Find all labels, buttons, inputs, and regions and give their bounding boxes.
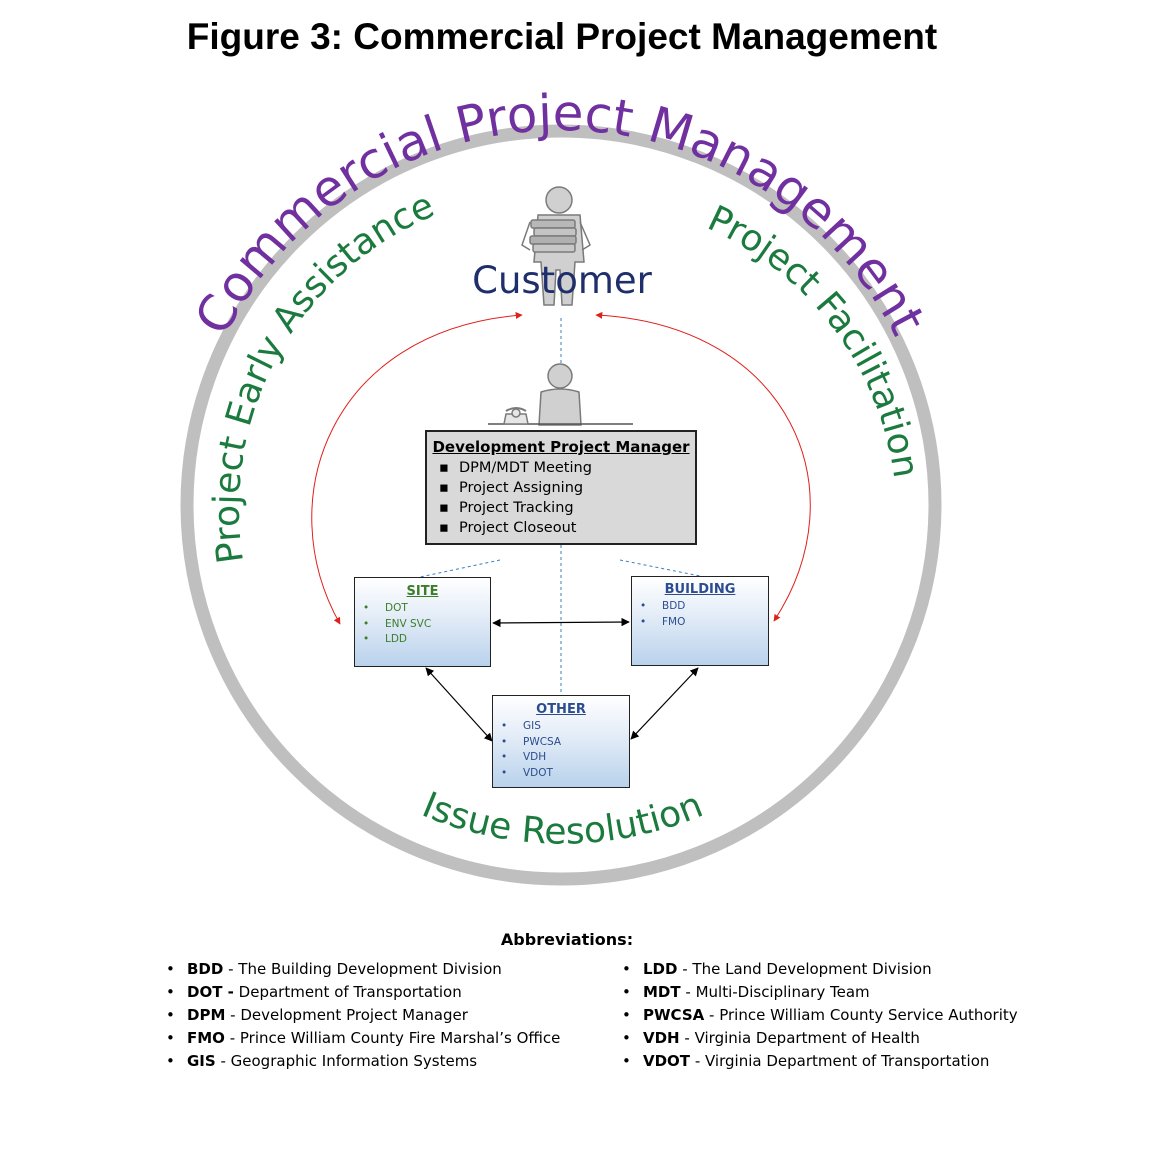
list-item: VDOT <box>501 766 629 782</box>
abbreviations-title: Abbreviations: <box>500 930 634 949</box>
other-box: OTHER GIS PWCSA VDH VDOT <box>492 695 630 788</box>
list-item: LDD <box>363 632 490 648</box>
abbreviations-left-list: •BDD - The Building Development Division… <box>166 958 560 1073</box>
list-item: VDH <box>501 750 629 766</box>
development-project-manager-box: Development Project Manager DPM/MDT Meet… <box>425 430 697 545</box>
process-ring <box>180 124 942 886</box>
list-item: FMO <box>640 615 768 631</box>
list-item: •FMO - Prince William County Fire Marsha… <box>166 1029 561 1047</box>
list-item: DOT <box>363 601 490 617</box>
list-item: •VDH - Virginia Department of Health <box>622 1029 920 1047</box>
list-item: BDD <box>640 599 768 615</box>
list-item: •MDT - Multi-Disciplinary Team <box>622 983 870 1001</box>
building-list: BDD FMO <box>632 599 768 630</box>
dpm-task-list: DPM/MDT Meeting Project Assigning Projec… <box>427 458 695 538</box>
list-item: •PWCSA - Prince William County Service A… <box>622 1006 1018 1024</box>
person-carrying-books-icon <box>521 186 591 306</box>
site-box: SITE DOT ENV SVC LDD <box>354 577 491 667</box>
site-building-arrow <box>492 617 630 628</box>
abbreviations-right-list: •LDD - The Land Development Division •MD… <box>622 958 1018 1073</box>
dpm-title: Development Project Manager <box>432 438 690 456</box>
other-list: GIS PWCSA VDH VDOT <box>493 719 629 781</box>
list-item: PWCSA <box>501 735 629 751</box>
figure-title: Figure 3: Commercial Project Management <box>186 16 938 57</box>
other-title: OTHER <box>536 702 586 717</box>
list-item: Project Closeout <box>439 518 695 538</box>
list-item: DPM/MDT Meeting <box>439 458 695 478</box>
customer-label: Customer <box>472 259 653 302</box>
list-item: •DOT - Department of Transportation <box>166 983 462 1001</box>
list-item: GIS <box>501 719 629 735</box>
list-item: •GIS - Geographic Information Systems <box>166 1052 478 1070</box>
site-other-arrow <box>425 667 493 742</box>
bottom-ring-label: Issue Resolution <box>417 785 709 853</box>
site-list: DOT ENV SVC LDD <box>355 601 490 648</box>
list-item: •BDD - The Building Development Division <box>166 960 502 978</box>
list-item: ENV SVC <box>363 617 490 633</box>
list-item: •LDD - The Land Development Division <box>622 960 932 978</box>
list-item: •DPM - Development Project Manager <box>166 1006 468 1024</box>
building-other-arrow <box>630 667 699 740</box>
site-title: SITE <box>406 584 439 599</box>
list-item: Project Tracking <box>439 498 695 518</box>
list-item: Project Assigning <box>439 478 695 498</box>
building-box: BUILDING BDD FMO <box>631 576 769 666</box>
list-item: •VDOT - Virginia Department of Transport… <box>622 1052 990 1070</box>
left-feedback-arrow <box>311 312 523 625</box>
building-title: BUILDING <box>664 582 736 597</box>
person-at-desk-with-phone-icon <box>488 363 633 426</box>
right-feedback-arrow <box>595 311 811 622</box>
